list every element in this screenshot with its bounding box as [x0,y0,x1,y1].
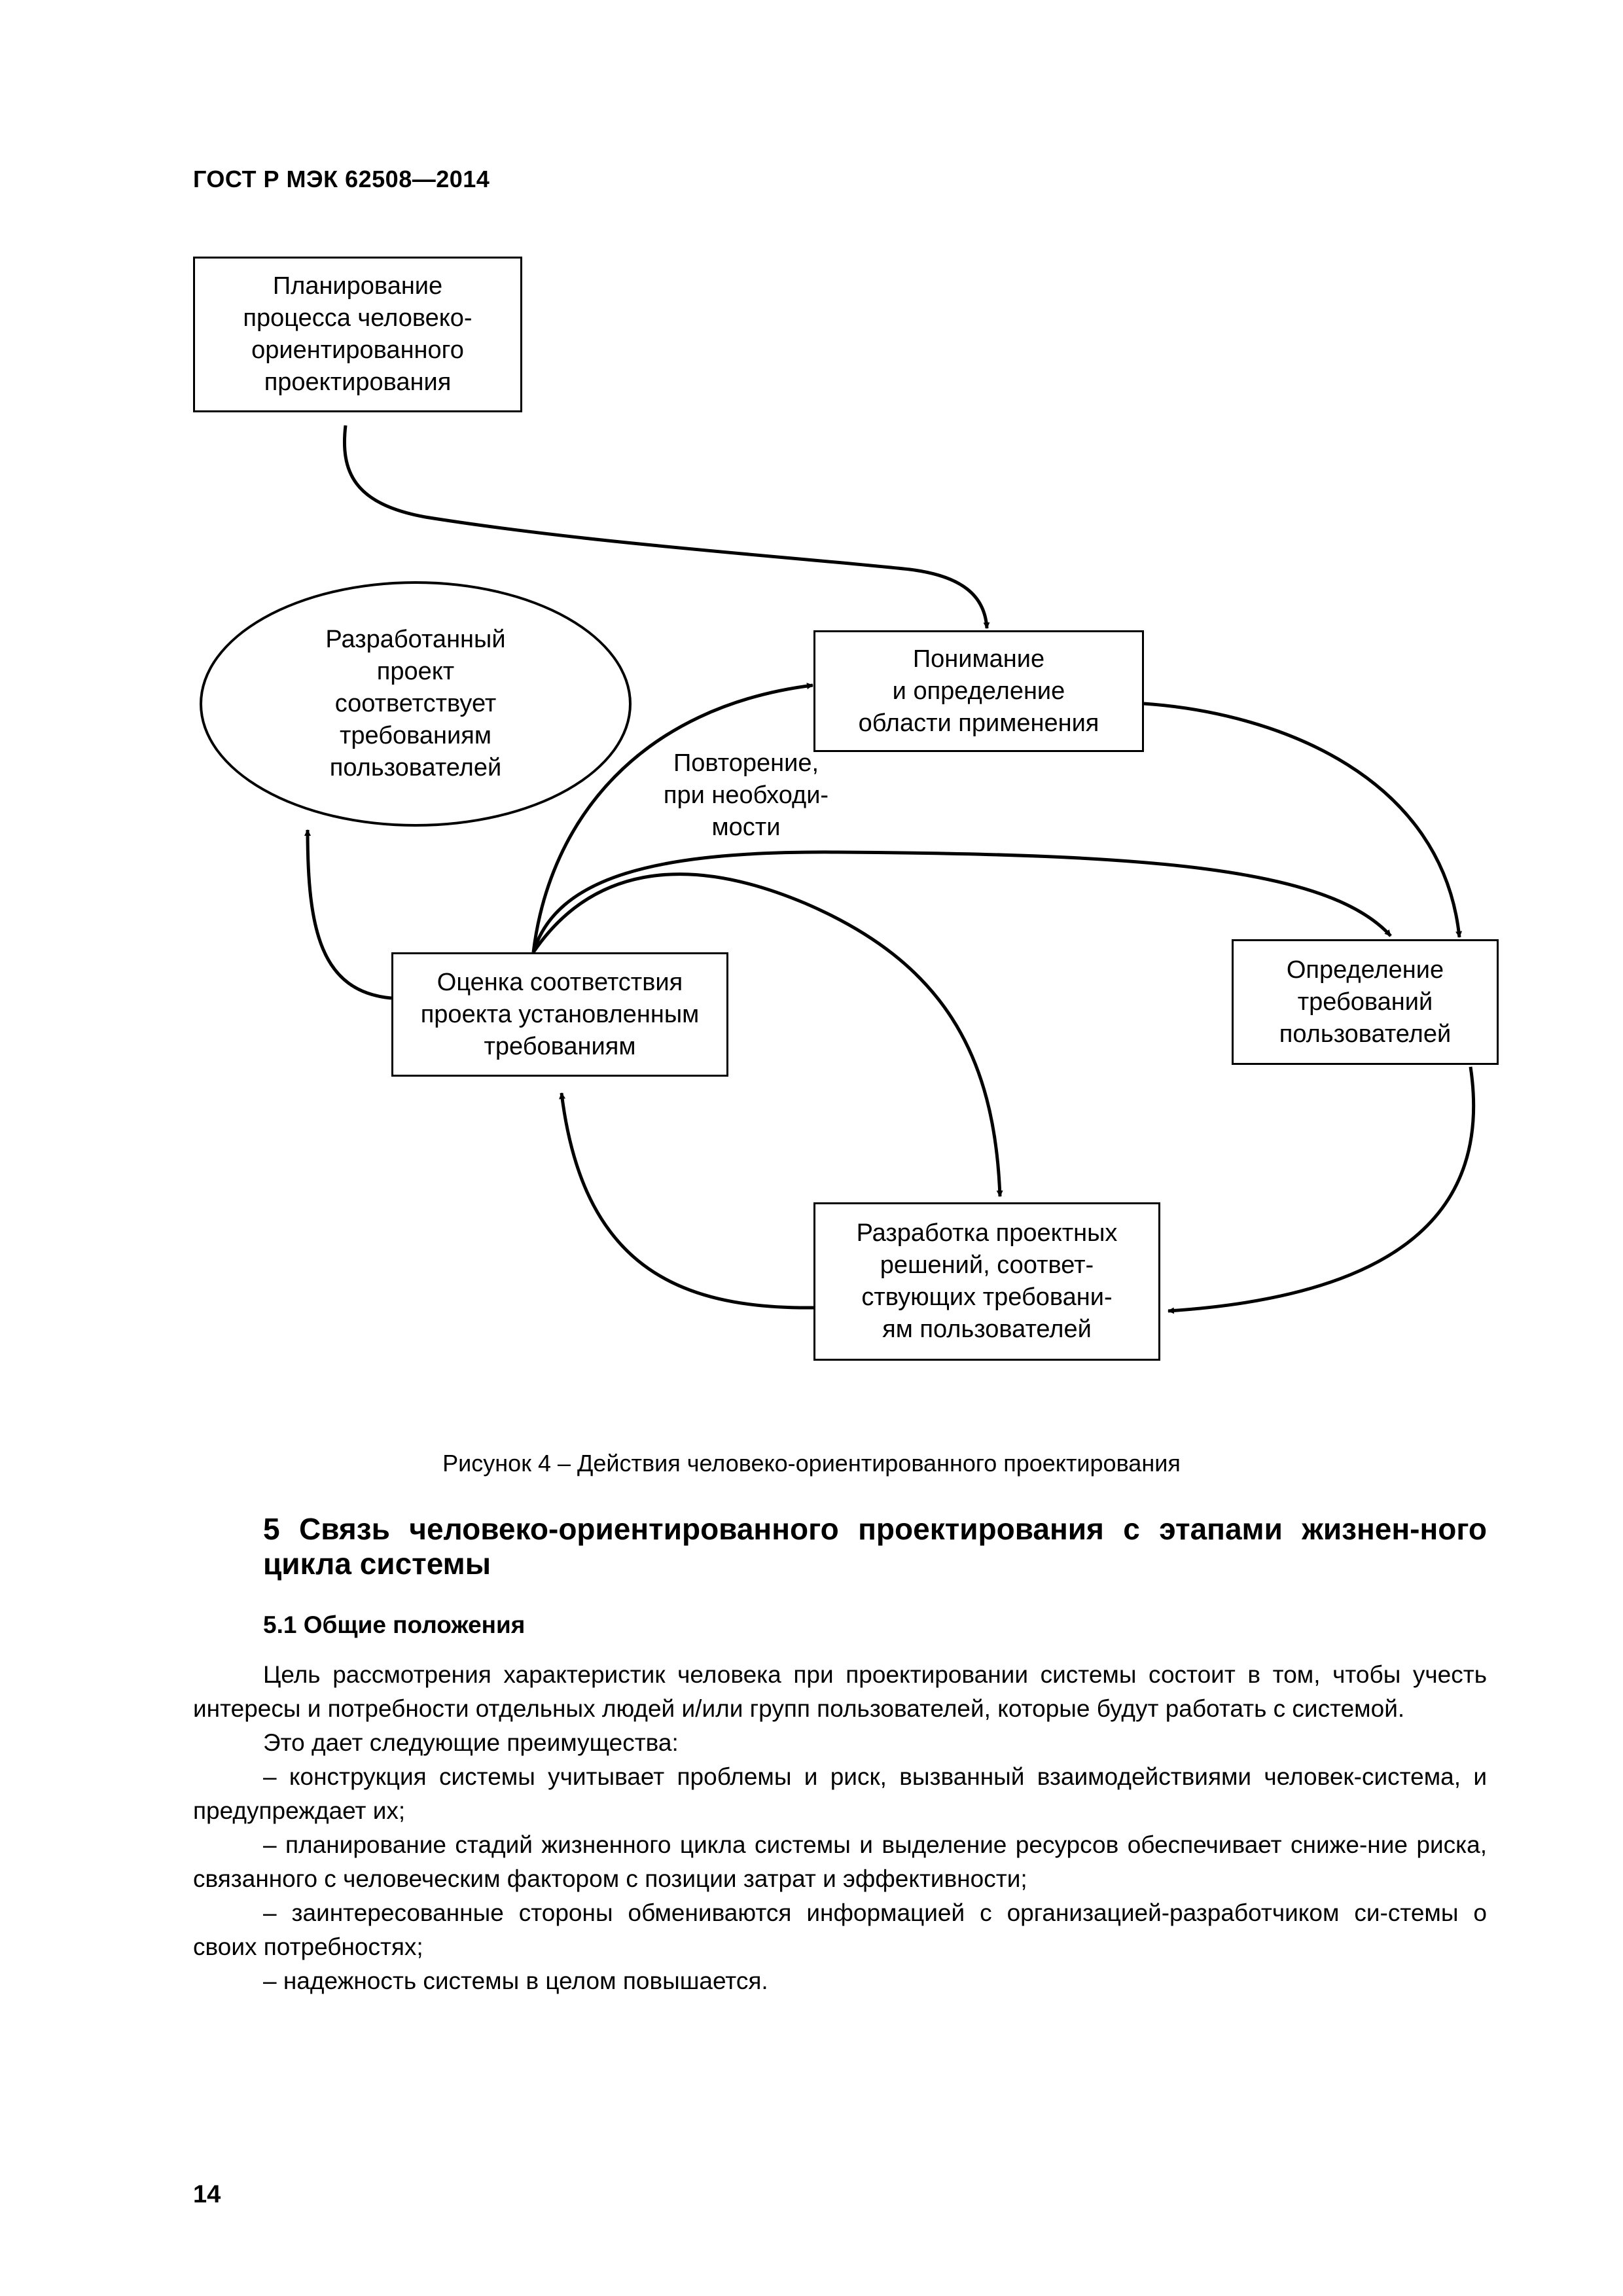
arrow-evaluation-to-understanding [531,683,813,953]
document-header: ГОСТ Р МЭК 62508—2014 [193,166,490,192]
planning-label: Планирование процесса человеко- ориентир… [243,272,473,396]
list-item: – заинтересованные стороны обмениваются … [193,1899,1487,1960]
design-solutions-label: Разработка проектных решений, соответ- с… [856,1219,1118,1343]
arrow-understanding-to-requirements [1143,702,1463,938]
paragraph: Это дает следующие преимущества: [263,1729,679,1756]
page-number: 14 [193,2181,221,2208]
understanding-box: Понимание и определение области применен… [813,630,1144,752]
arrow-planning-to-understanding [342,425,990,629]
design-meets-label: Разработанный проект соответствует требо… [325,626,506,781]
list-item: – планирование стадий жизненного цикла с… [193,1831,1487,1892]
understanding-label: Понимание и определение области применен… [858,645,1099,737]
arrow-evaluation-to-requirements [531,850,1392,953]
evaluation-label: Оценка соответствия проекта установленны… [420,968,700,1060]
diagram-arrows [304,425,1476,1314]
paragraph: Цель рассмотрения характеристик человека… [193,1661,1487,1722]
list-item: – конструкция системы учитывает проблемы… [193,1763,1487,1824]
section-title: 5 Связь человеко-ориентированного проект… [263,1512,1487,1581]
arrow-evaluation-to-ellipse [304,829,392,1000]
planning-box: Планирование процесса человеко- ориентир… [193,257,522,412]
arrow-solutions-to-evaluation [559,1092,814,1310]
evaluation-box: Оценка соответствия проекта установленны… [391,952,728,1077]
design-meets-ellipse: Разработанный проект соответствует требо… [200,581,632,827]
body-text: Цель рассмотрения характеристик человека… [193,1658,1487,1998]
subsection-title: 5.1 Общие положения [263,1611,526,1638]
user-requirements-label: Определение требований пользователей [1279,956,1452,1048]
user-requirements-box: Определение требований пользователей [1232,939,1499,1065]
arrow-evaluation-to-solutions [531,872,1003,1197]
list-item: – надежность системы в целом повышается. [263,1967,768,1994]
design-solutions-box: Разработка проектных решений, соответ- с… [813,1202,1160,1361]
arrow-requirements-to-solutions [1168,1066,1476,1314]
repeat-label: Повторение, при необходи- мости [663,749,829,841]
figure-caption: Рисунок 4 – Действия человеко-ориентиров… [442,1450,1181,1477]
